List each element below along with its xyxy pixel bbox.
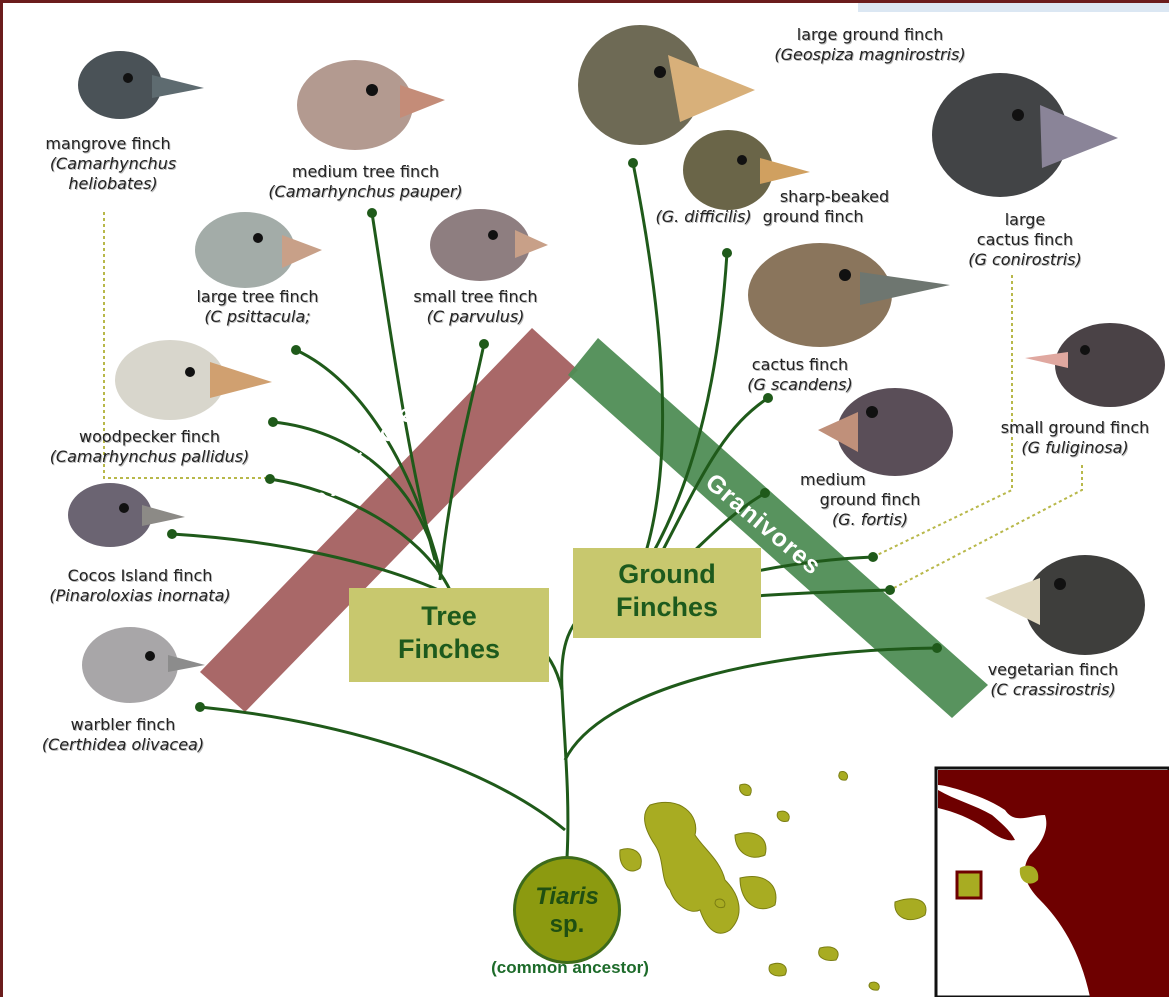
label-sharp-beaked: sharp-beaked (G. difficilis) ground finc…	[612, 187, 907, 227]
tip-woodpecker2	[265, 474, 275, 484]
label-mangrove: mangrove finch (Camarhynchus heliobates)	[18, 134, 198, 194]
tip-warbler	[195, 702, 205, 712]
common-name: cactus finch	[725, 355, 875, 375]
common-name-2: ground finch	[795, 490, 945, 510]
ancestor-note: (common ancestor)	[420, 958, 720, 978]
common-ancestor-circle: Tiaris sp.	[513, 856, 621, 964]
common-name: vegetarian finch	[958, 660, 1148, 680]
bird-medium-tree	[297, 60, 445, 150]
tip-cocos	[167, 529, 177, 539]
label-medium-tree: medium tree finch (Camarhynchus pauper)	[228, 162, 503, 202]
label-small-ground: small ground finch (G fuliginosa)	[980, 418, 1169, 458]
bird-mangrove	[78, 51, 204, 119]
island-rabida	[715, 899, 725, 907]
island-marchena	[777, 811, 789, 821]
label-woodpecker: woodpecker finch (Camarhynchus pallidus)	[12, 427, 287, 467]
tip-mangrove	[367, 208, 377, 218]
tip-large-cactus	[885, 585, 895, 595]
ground-finches-box: Ground Finches	[573, 548, 761, 638]
bird-small-tree	[430, 209, 548, 281]
bird-vegetarian	[985, 555, 1145, 655]
label-cactus: cactus finch (G scandens)	[725, 355, 875, 395]
branch-vegetarian	[565, 648, 937, 760]
island-espanola	[819, 947, 838, 961]
island-fernandina	[620, 849, 641, 871]
island-floreana	[769, 963, 786, 976]
island-small-1	[869, 982, 879, 990]
ancestor-species: sp.	[550, 911, 585, 938]
bird-cactus	[748, 243, 950, 347]
branch-warbler	[200, 707, 565, 830]
island-santiago	[735, 833, 766, 858]
common-name-2: ground finch	[763, 207, 864, 226]
label-medium-ground: medium ground finch (G. fortis)	[795, 470, 945, 530]
scientific-name: (G conirostris)	[940, 250, 1110, 270]
bird-warbler	[82, 627, 205, 703]
common-name: sharp-beaked	[612, 187, 907, 207]
ancestor-genus: Tiaris	[516, 883, 618, 911]
island-genovesa	[839, 772, 848, 781]
common-name: mangrove finch	[18, 134, 198, 154]
label-vegetarian: vegetarian finch (C crassirostris)	[958, 660, 1148, 700]
scientific-name: (C psittacula;	[170, 307, 345, 327]
bird-small-ground	[1025, 323, 1165, 407]
common-name: medium	[795, 470, 945, 490]
common-name: large tree finch	[170, 287, 345, 307]
scientific-name: (Certhidea olivacea)	[8, 735, 238, 755]
common-name: warbler finch	[8, 715, 238, 735]
scientific-name: (Pinaroloxias inornata)	[10, 586, 270, 606]
galapagos-locator	[957, 872, 981, 898]
label-large-ground: large ground finch (Geospiza magnirostri…	[735, 25, 1005, 65]
scientific-name: (C parvulus)	[393, 307, 558, 327]
scientific-name: (Camarhynchus pauper)	[228, 182, 503, 202]
island-pinta	[740, 784, 752, 795]
common-name-2: cactus finch	[940, 230, 1110, 250]
branch-trunk	[562, 690, 568, 858]
bird-large-cactus	[932, 73, 1118, 197]
label-small-tree: small tree finch (C parvulus)	[393, 287, 558, 327]
inset-map	[936, 768, 1169, 997]
scientific-name: (C crassirostris)	[958, 680, 1148, 700]
label-large-cactus: large cactus finch (G conirostris)	[940, 210, 1110, 270]
label-large-tree: large tree finch (C psittacula;	[170, 287, 345, 327]
scientific-name: (Geospiza magnirostris)	[735, 45, 1005, 65]
common-name: large ground finch	[735, 25, 1005, 45]
common-name: large	[940, 210, 1110, 230]
tip-vegetarian	[932, 643, 942, 653]
bird-large-tree	[195, 212, 322, 288]
tip-medium-ground	[760, 488, 770, 498]
scientific-name: (G. difficilis)	[655, 207, 751, 226]
island-san-cristobal	[895, 899, 926, 920]
scientific-name: (G scandens)	[725, 375, 875, 395]
common-name: Cocos Island finch	[10, 566, 270, 586]
tip-sharp-beaked	[722, 248, 732, 258]
tree-finches-box: Tree Finches	[349, 588, 549, 682]
scientific-name: (G fuliginosa)	[980, 438, 1169, 458]
scientific-name: (Camarhynchus pallidus)	[12, 447, 287, 467]
common-name: small ground finch	[980, 418, 1169, 438]
tree-finches-label: Tree Finches	[389, 600, 509, 666]
bird-cocos	[68, 483, 185, 547]
bird-large-ground	[578, 25, 755, 145]
island-santa-cruz	[740, 877, 776, 909]
common-name: small tree finch	[393, 287, 558, 307]
tip-woodpecker	[268, 417, 278, 427]
scientific-name: (G. fortis)	[795, 510, 945, 530]
common-name: woodpecker finch	[12, 427, 287, 447]
island-isabela	[645, 802, 740, 933]
tip-small-tree	[479, 339, 489, 349]
tip-small-ground	[868, 552, 878, 562]
common-name: medium tree finch	[228, 162, 503, 182]
tip-large-tree	[291, 345, 301, 355]
ground-finches-label: Ground Finches	[607, 558, 727, 624]
tip-large-ground	[628, 158, 638, 168]
scientific-name: (Camarhynchus heliobates)	[28, 154, 198, 194]
bird-medium-ground	[818, 388, 953, 476]
label-cocos: Cocos Island finch (Pinaroloxias inornat…	[10, 566, 270, 606]
bird-woodpecker	[115, 340, 272, 420]
label-warbler: warbler finch (Certhidea olivacea)	[8, 715, 238, 755]
